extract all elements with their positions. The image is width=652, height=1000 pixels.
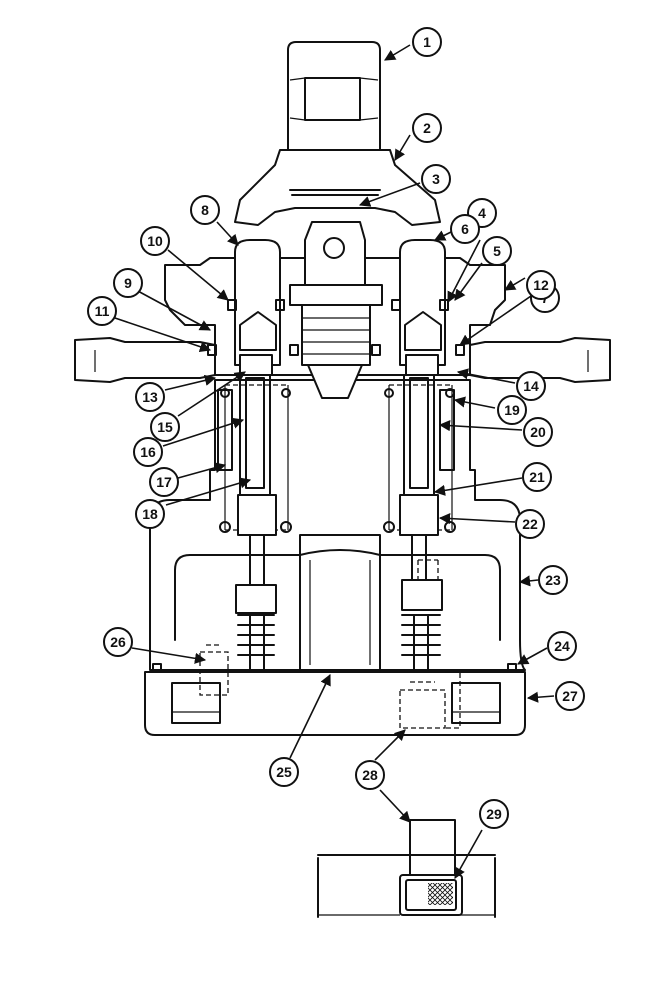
handle-plate bbox=[234, 149, 441, 226]
svg-text:23: 23 bbox=[545, 572, 561, 588]
right-plunger bbox=[399, 239, 446, 376]
svg-text:25: 25 bbox=[276, 764, 292, 780]
callout-10: 10 bbox=[140, 226, 170, 256]
svg-text:9: 9 bbox=[124, 275, 132, 291]
svg-text:11: 11 bbox=[95, 303, 110, 319]
svg-text:27: 27 bbox=[562, 688, 578, 704]
callout-20: 20 bbox=[523, 417, 553, 447]
svg-text:3: 3 bbox=[432, 171, 440, 187]
callout-9: 9 bbox=[113, 268, 143, 298]
bottom-plate bbox=[144, 671, 526, 736]
svg-text:19: 19 bbox=[504, 402, 520, 418]
top-nut bbox=[287, 41, 381, 151]
callout-21: 21 bbox=[522, 462, 552, 492]
svg-text:5: 5 bbox=[493, 243, 501, 259]
svg-text:22: 22 bbox=[522, 516, 538, 532]
detail-inset bbox=[317, 819, 496, 918]
callout-2: 2 bbox=[412, 113, 442, 143]
callout-22: 22 bbox=[515, 509, 545, 539]
svg-text:6: 6 bbox=[461, 221, 469, 237]
callout-11: 11 bbox=[87, 296, 117, 326]
svg-text:15: 15 bbox=[157, 419, 173, 435]
callout-12: 12 bbox=[526, 270, 556, 300]
callout-29: 29 bbox=[479, 799, 509, 829]
callout-19: 19 bbox=[497, 395, 527, 425]
svg-text:26: 26 bbox=[110, 634, 126, 650]
hidden-bolts bbox=[152, 644, 517, 729]
seals bbox=[207, 299, 465, 356]
left-plunger bbox=[234, 239, 281, 376]
right-spring-assembly bbox=[383, 374, 456, 671]
callout-25: 25 bbox=[269, 757, 299, 787]
svg-text:18: 18 bbox=[142, 506, 158, 522]
leader-lines bbox=[114, 44, 555, 879]
svg-text:14: 14 bbox=[523, 378, 539, 394]
callout-14: 14 bbox=[516, 371, 546, 401]
callout-13: 13 bbox=[135, 382, 165, 412]
svg-text:10: 10 bbox=[147, 233, 163, 249]
callout-3: 3 bbox=[421, 164, 451, 194]
callout-24: 24 bbox=[547, 631, 577, 661]
callout-28: 28 bbox=[355, 760, 385, 790]
callout-6: 6 bbox=[450, 214, 480, 244]
callout-16: 16 bbox=[133, 437, 163, 467]
svg-text:28: 28 bbox=[362, 767, 378, 783]
callout-23: 23 bbox=[538, 565, 568, 595]
svg-text:21: 21 bbox=[529, 469, 545, 485]
svg-text:1: 1 bbox=[423, 34, 431, 50]
svg-text:12: 12 bbox=[533, 277, 549, 293]
svg-text:2: 2 bbox=[423, 120, 431, 136]
callout-18: 18 bbox=[135, 499, 165, 529]
center-joint bbox=[289, 221, 383, 399]
callout-1: 1 bbox=[412, 27, 442, 57]
callout-26: 26 bbox=[103, 627, 133, 657]
callout-27: 27 bbox=[555, 681, 585, 711]
svg-text:4: 4 bbox=[478, 205, 486, 221]
callout-8: 8 bbox=[190, 195, 220, 225]
svg-text:16: 16 bbox=[140, 444, 156, 460]
valve-body bbox=[149, 379, 526, 671]
svg-text:24: 24 bbox=[554, 638, 570, 654]
svg-text:20: 20 bbox=[530, 424, 546, 440]
svg-text:17: 17 bbox=[156, 474, 172, 490]
svg-text:29: 29 bbox=[486, 806, 502, 822]
callout-17: 17 bbox=[149, 467, 179, 497]
svg-text:8: 8 bbox=[201, 202, 209, 218]
callout-15: 15 bbox=[150, 412, 180, 442]
svg-text:13: 13 bbox=[142, 389, 158, 405]
left-spring-assembly bbox=[217, 374, 292, 671]
callout-5: 5 bbox=[482, 236, 512, 266]
